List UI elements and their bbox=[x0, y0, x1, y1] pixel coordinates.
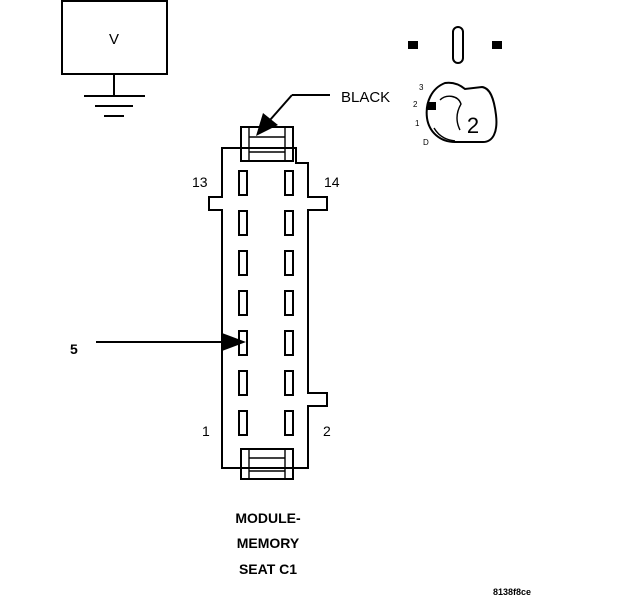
connector-title-line-3: SEAT C1 bbox=[239, 561, 297, 577]
pin-cavity bbox=[238, 170, 248, 196]
pin-label-13: 13 bbox=[192, 174, 208, 190]
arrow-head-icon bbox=[222, 333, 246, 351]
selector-dial: 3 2 1 D 2 bbox=[413, 81, 498, 147]
pin-cavity bbox=[238, 410, 248, 436]
probe-arrow: 5 bbox=[70, 333, 246, 357]
pin-label-1: 1 bbox=[202, 423, 210, 439]
pin-label-14: 14 bbox=[324, 174, 340, 190]
pin-cavity bbox=[284, 410, 294, 436]
connector-title-line-2: MEMORY bbox=[237, 535, 300, 551]
figure-id: 8138f8ce bbox=[493, 587, 531, 597]
pin-cavity bbox=[284, 330, 294, 356]
voltmeter-symbol: V bbox=[109, 31, 119, 48]
dial-knob-icon bbox=[425, 81, 498, 143]
connector-c1: 13 14 1 2 BLACK 5 MODULE- MEMORY SEAT C1 bbox=[70, 89, 390, 577]
dial-pointer-icon bbox=[427, 102, 436, 110]
connector-title-line-1: MODULE- bbox=[235, 510, 301, 526]
pin-cavity bbox=[284, 250, 294, 276]
dial-position-1: 1 bbox=[415, 119, 420, 128]
probe-pin-label: 5 bbox=[70, 341, 78, 357]
ground-symbol-icon bbox=[84, 74, 145, 117]
connector-color-label: BLACK bbox=[341, 89, 390, 106]
pin-cavity bbox=[284, 290, 294, 316]
bottom-latch bbox=[240, 448, 294, 480]
pin-cavity bbox=[238, 210, 248, 236]
pin-cavity bbox=[238, 370, 248, 396]
pin-cavity bbox=[238, 250, 248, 276]
pin-cavity bbox=[284, 210, 294, 236]
connector-title: MODULE- MEMORY SEAT C1 bbox=[235, 510, 301, 577]
pin-cavity bbox=[284, 170, 294, 196]
arrow-head-icon bbox=[256, 113, 278, 136]
dial-position-d: D bbox=[423, 138, 429, 147]
top-latch bbox=[240, 126, 294, 162]
pin-cavity bbox=[238, 290, 248, 316]
pin-cavities bbox=[238, 170, 294, 436]
probe-tip-icon bbox=[408, 26, 502, 64]
pin-label-2: 2 bbox=[323, 423, 331, 439]
pin-cavity bbox=[284, 370, 294, 396]
connector-body bbox=[208, 147, 328, 469]
color-callout: BLACK bbox=[256, 89, 390, 136]
dial-setting: 2 bbox=[467, 113, 479, 138]
voltmeter: V bbox=[61, 0, 168, 117]
dial-position-2: 2 bbox=[413, 100, 418, 109]
dial-position-3: 3 bbox=[419, 83, 424, 92]
